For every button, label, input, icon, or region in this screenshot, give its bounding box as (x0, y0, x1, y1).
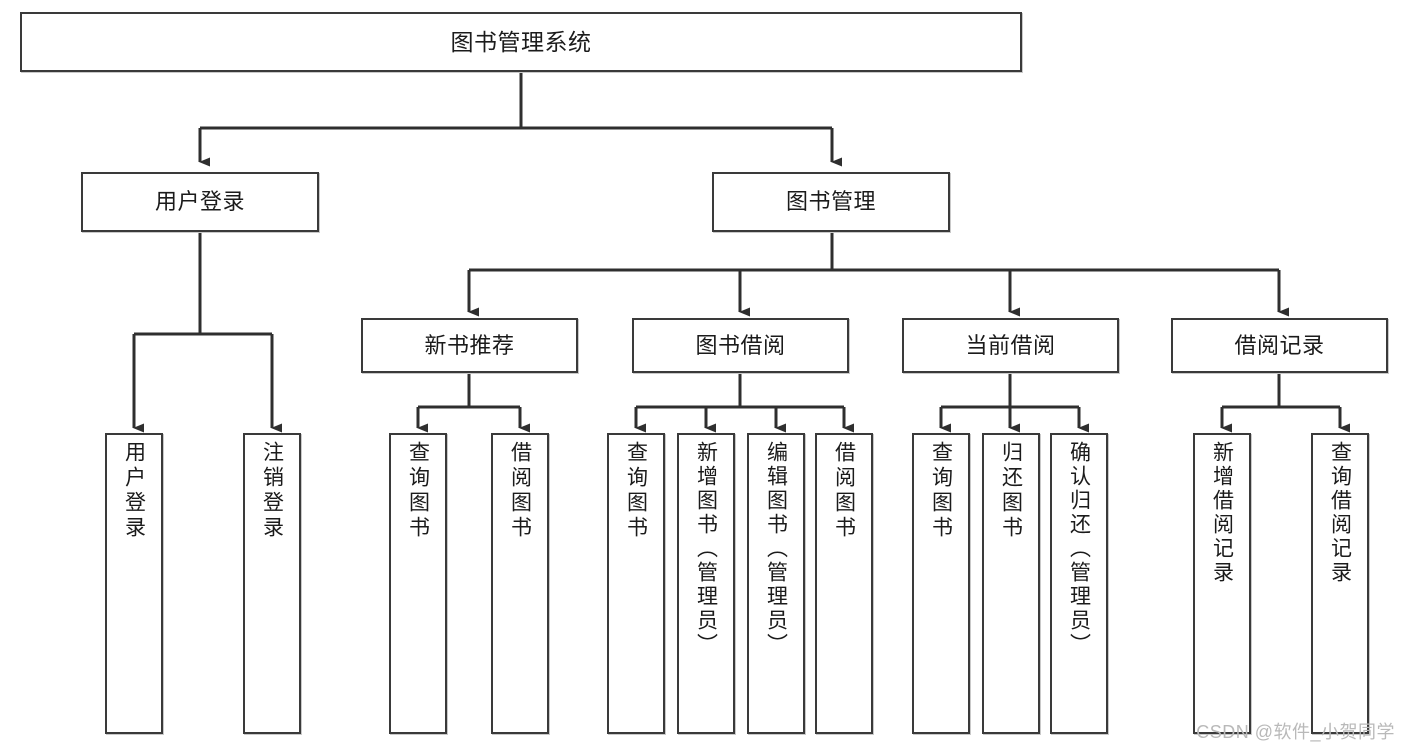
node-current-borrow-label: 当前借阅 (965, 332, 1056, 358)
csdn-watermark: CSDN @软件_小贺同学 (1196, 722, 1395, 742)
node-leaf-add-borrow-record[interactable]: 新增借阅记录 (1193, 433, 1251, 734)
node-borrow-records[interactable]: 借阅记录 (1171, 318, 1388, 373)
node-leaf-logout[interactable]: 注销登录 (243, 433, 301, 734)
node-book-borrow-label: 图书借阅 (695, 332, 786, 358)
node-root-system-label: 图书管理系统 (450, 28, 592, 55)
node-leaf-edit-book-admin[interactable]: 编辑图书（管理员） (747, 433, 805, 734)
node-leaf-query-book-current[interactable]: 查询图书 (912, 433, 970, 734)
node-borrow-records-label: 借阅记录 (1234, 332, 1325, 358)
node-leaf-query-borrow-record[interactable]: 查询借阅记录 (1311, 433, 1369, 734)
node-leaf-borrow-book-recommend-label: 借阅图书 (508, 441, 532, 541)
node-book-management-label: 图书管理 (785, 189, 876, 215)
node-root-system[interactable]: 图书管理系统 (20, 12, 1022, 72)
node-leaf-add-book-admin[interactable]: 新增图书（管理员） (677, 433, 735, 734)
node-leaf-query-book-recommend[interactable]: 查询图书 (389, 433, 447, 734)
node-leaf-logout-label: 注销登录 (260, 441, 284, 541)
node-leaf-add-book-admin-label: 新增图书（管理员） (694, 441, 718, 657)
node-leaf-query-book-borrow-label: 查询图书 (624, 441, 648, 541)
node-current-borrow[interactable]: 当前借阅 (902, 318, 1119, 373)
node-leaf-query-book-current-label: 查询图书 (929, 441, 953, 541)
node-new-book-recommend-label: 新书推荐 (424, 332, 515, 358)
node-leaf-borrow-book-recommend[interactable]: 借阅图书 (491, 433, 549, 734)
node-leaf-confirm-return-admin[interactable]: 确认归还（管理员） (1050, 433, 1108, 734)
node-user-login[interactable]: 用户登录 (81, 172, 319, 232)
node-leaf-return-book-label: 归还图书 (999, 441, 1023, 541)
node-user-login-label: 用户登录 (154, 189, 245, 215)
node-leaf-query-book-borrow[interactable]: 查询图书 (607, 433, 665, 734)
node-leaf-query-borrow-record-label: 查询借阅记录 (1328, 441, 1352, 585)
node-leaf-user-login-label: 用户登录 (122, 441, 146, 541)
node-leaf-edit-book-admin-label: 编辑图书（管理员） (764, 441, 788, 657)
node-leaf-user-login[interactable]: 用户登录 (105, 433, 163, 734)
node-leaf-add-borrow-record-label: 新增借阅记录 (1210, 441, 1234, 585)
node-leaf-query-book-recommend-label: 查询图书 (406, 441, 430, 541)
node-leaf-confirm-return-admin-label: 确认归还（管理员） (1067, 441, 1091, 657)
node-leaf-return-book[interactable]: 归还图书 (982, 433, 1040, 734)
node-book-management[interactable]: 图书管理 (712, 172, 950, 232)
node-leaf-borrow-book-label: 借阅图书 (832, 441, 856, 541)
node-leaf-borrow-book[interactable]: 借阅图书 (815, 433, 873, 734)
node-book-borrow[interactable]: 图书借阅 (632, 318, 849, 373)
node-new-book-recommend[interactable]: 新书推荐 (361, 318, 578, 373)
